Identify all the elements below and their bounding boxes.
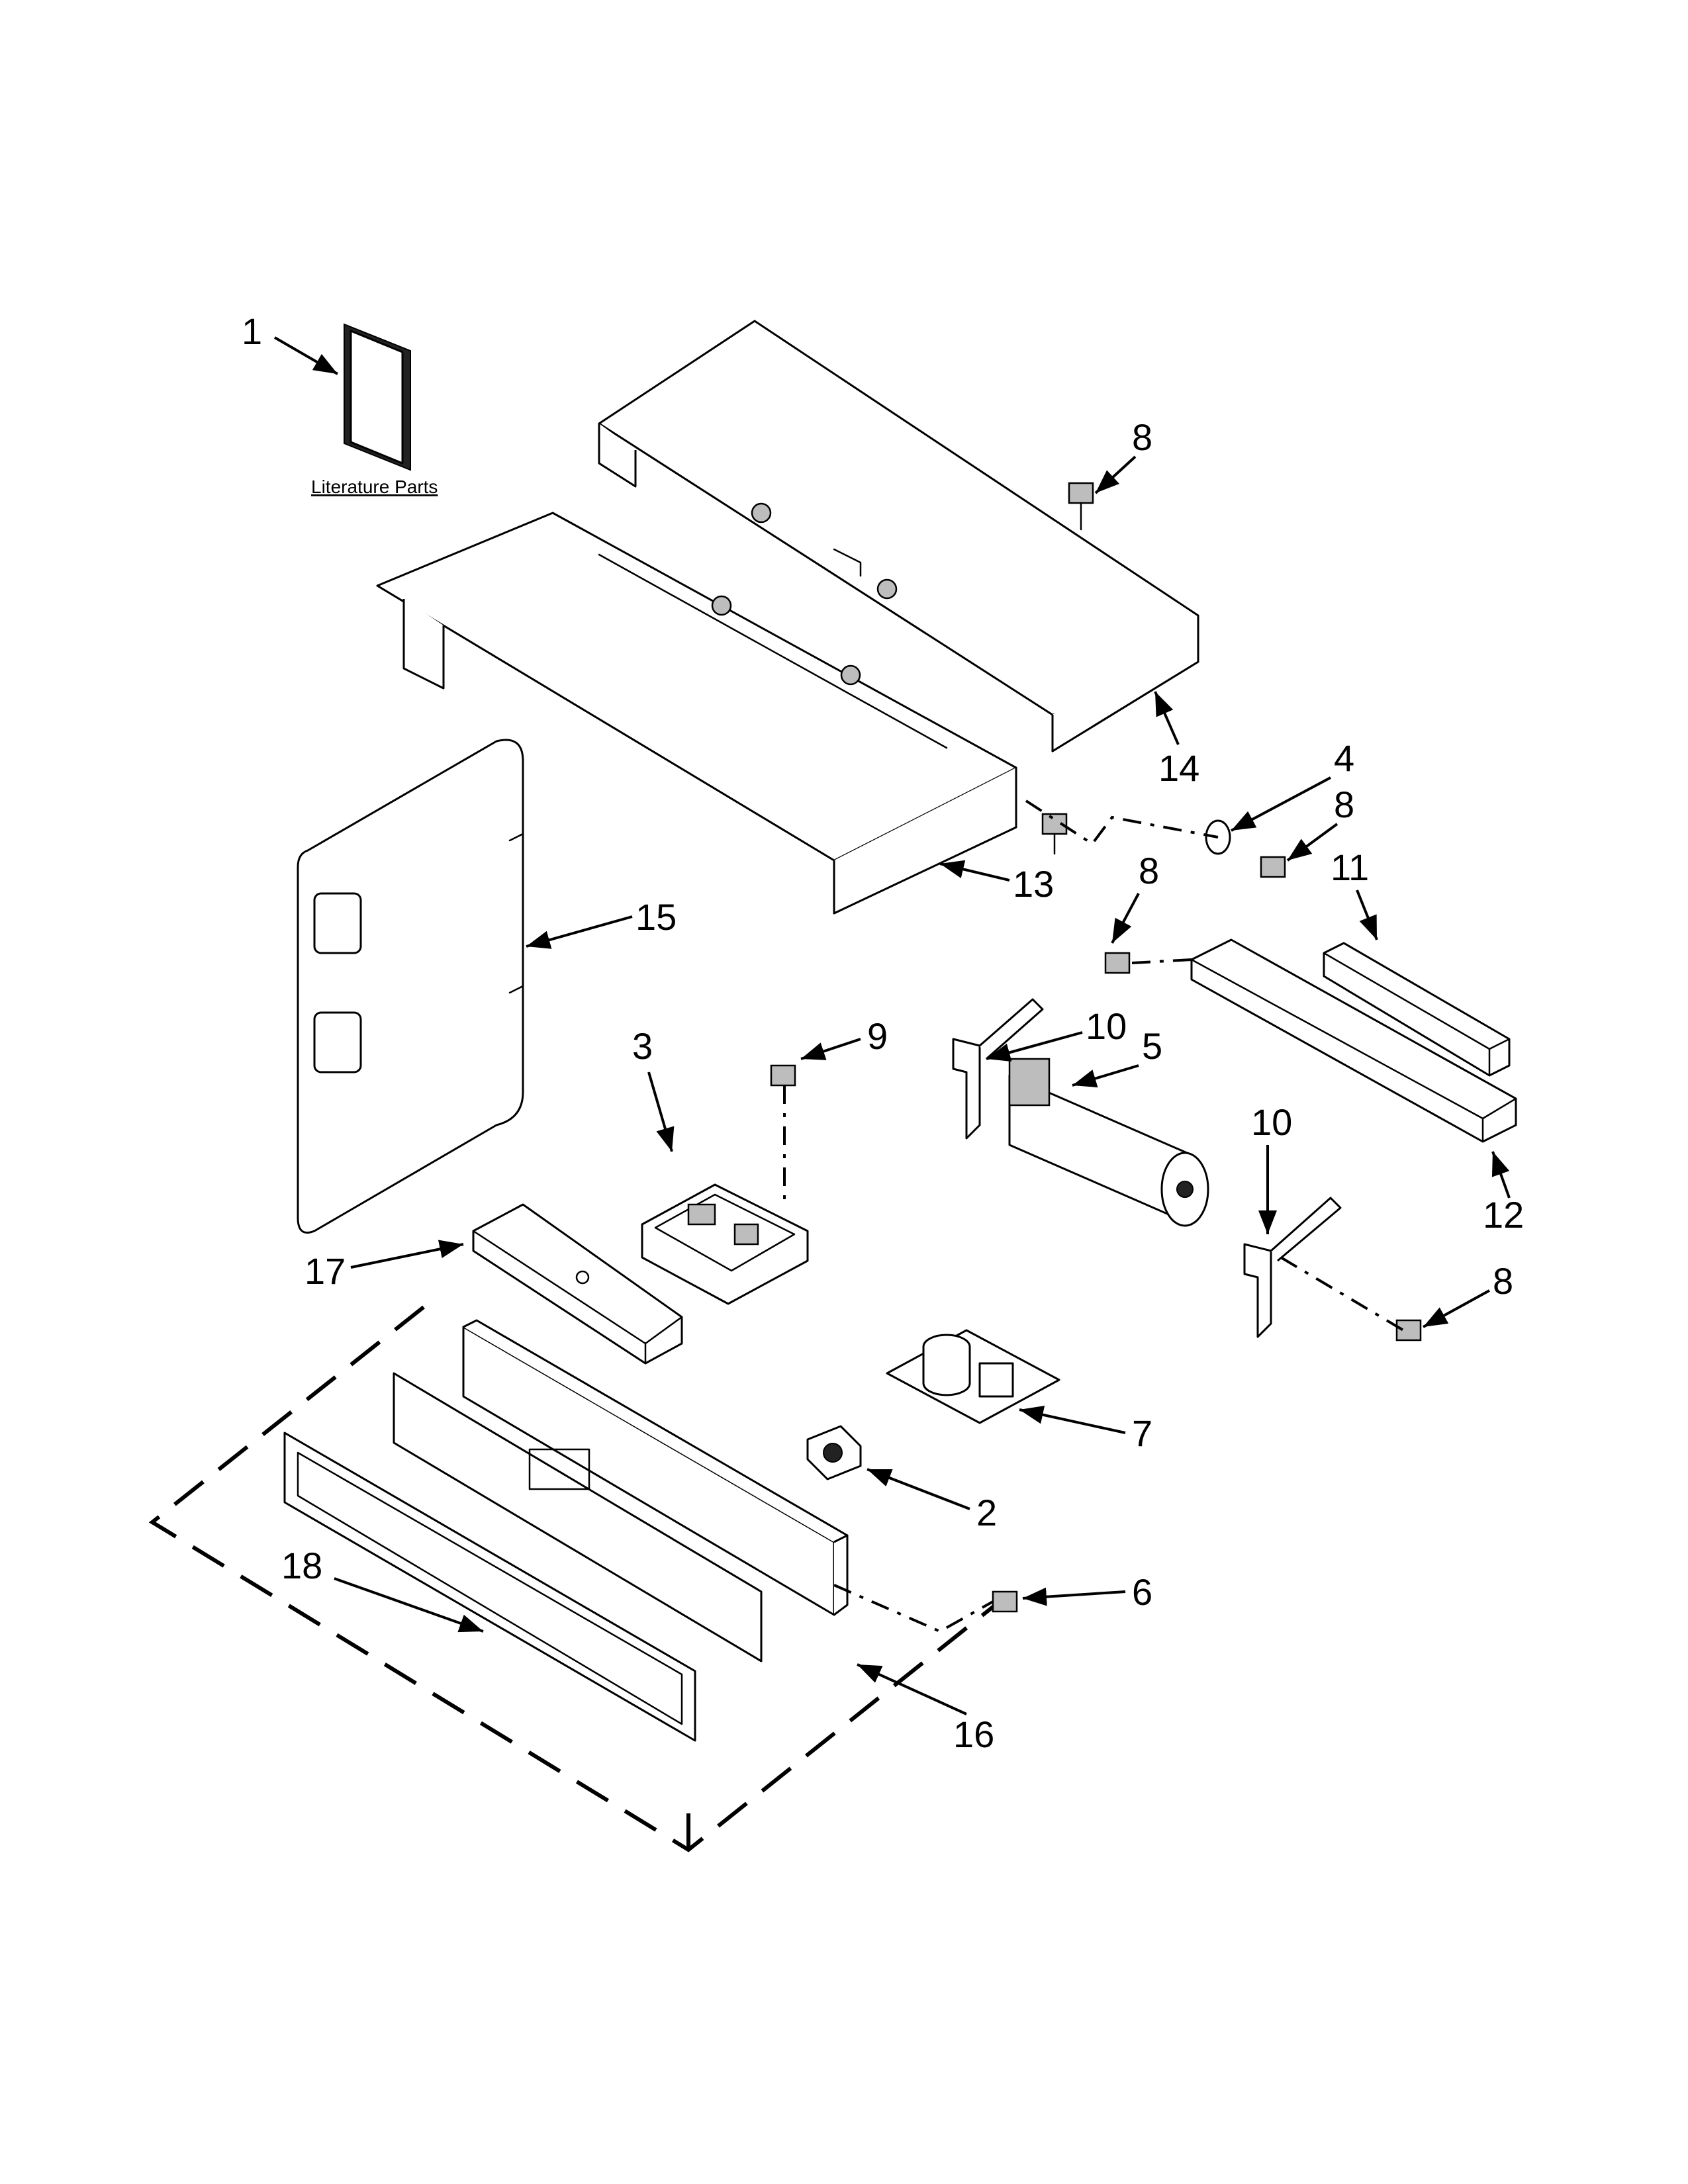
callout-11: 11	[1331, 846, 1378, 940]
callout-1: 1	[242, 310, 339, 375]
svg-text:12: 12	[1483, 1194, 1524, 1236]
callout-8: 8	[1423, 1260, 1513, 1328]
svg-text:9: 9	[867, 1015, 888, 1057]
svg-text:10: 10	[1251, 1101, 1292, 1143]
svg-text:8: 8	[1334, 784, 1354, 825]
literature-booklet: Literature Parts	[311, 323, 438, 497]
callout-15: 15	[526, 896, 677, 949]
screw	[1260, 856, 1286, 878]
svg-text:14: 14	[1158, 747, 1199, 789]
screw	[770, 1064, 796, 1087]
svg-text:8: 8	[1139, 850, 1159, 891]
callout-16: 16	[857, 1663, 994, 1755]
power-supply-board	[886, 1329, 1060, 1424]
callout-8: 8	[1111, 850, 1159, 944]
svg-text:8: 8	[1493, 1260, 1513, 1302]
control-board	[641, 1183, 809, 1305]
callout-12: 12	[1483, 1151, 1524, 1236]
svg-text:1: 1	[242, 310, 262, 352]
svg-text:2: 2	[976, 1492, 997, 1533]
svg-text:4: 4	[1334, 737, 1354, 779]
svg-text:18: 18	[281, 1545, 322, 1586]
callout-7: 7	[1019, 1406, 1152, 1454]
callout-5: 5	[1072, 1025, 1162, 1088]
speaker	[806, 1425, 862, 1480]
top-rear-panel	[598, 320, 1199, 752]
svg-text:16: 16	[953, 1713, 994, 1755]
top-front-panel	[376, 512, 1017, 915]
svg-text:7: 7	[1132, 1412, 1152, 1454]
screw	[992, 1590, 1018, 1613]
side-panel	[297, 739, 524, 1234]
literature-parts-label: Literature Parts	[311, 477, 438, 497]
callout-8: 8	[1094, 416, 1152, 494]
callout-17: 17	[305, 1240, 464, 1292]
callout-10: 10	[1251, 1101, 1292, 1234]
callout-4: 4	[1231, 737, 1354, 832]
svg-text:17: 17	[305, 1250, 346, 1292]
callout-13: 13	[939, 860, 1054, 905]
svg-text:8: 8	[1132, 416, 1152, 458]
screw	[1104, 952, 1131, 974]
callout-2: 2	[867, 1468, 997, 1533]
callout-9: 9	[800, 1015, 888, 1060]
svg-text:10: 10	[1086, 1005, 1127, 1047]
callout-10: 10	[986, 1005, 1127, 1062]
svg-text:13: 13	[1013, 863, 1054, 905]
callout-3: 3	[632, 1025, 675, 1152]
insulation-strip	[1323, 942, 1511, 1077]
callout-8: 8	[1286, 784, 1354, 862]
screw	[1068, 482, 1094, 531]
svg-text:3: 3	[632, 1025, 653, 1067]
screw	[1041, 813, 1068, 855]
mounting-rail	[1190, 938, 1517, 1143]
svg-text:11: 11	[1331, 846, 1369, 888]
callout-6: 6	[1022, 1571, 1152, 1613]
cross-flow-fan	[1008, 1058, 1209, 1227]
callout-14: 14	[1154, 691, 1199, 789]
svg-text:5: 5	[1142, 1025, 1162, 1067]
callout-18: 18	[281, 1545, 484, 1633]
screw	[1395, 1319, 1422, 1342]
control-panel-assembly	[148, 1305, 1001, 1852]
svg-text:6: 6	[1132, 1571, 1152, 1613]
svg-text:15: 15	[635, 896, 677, 938]
mounting-bracket	[472, 1203, 683, 1365]
fan-bracket-right	[1243, 1197, 1342, 1338]
